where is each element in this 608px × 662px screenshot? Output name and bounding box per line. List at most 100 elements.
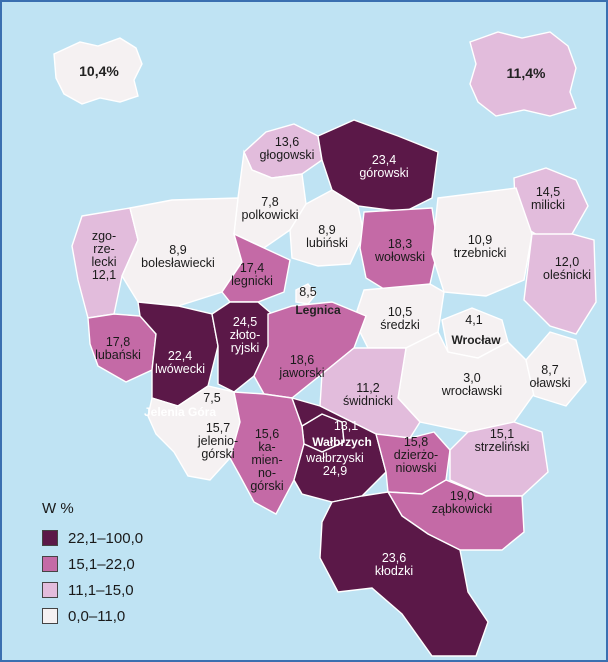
label-line: 10,9 (468, 233, 492, 247)
label-line: legnicki (231, 274, 273, 288)
label-line: średzki (380, 318, 420, 332)
label-line: 10,5 (388, 305, 412, 319)
label-line: 8,7 (541, 363, 558, 377)
label-line: 15,7 (206, 421, 230, 435)
legend-swatch (42, 582, 58, 598)
label-line: 8,9 (169, 243, 186, 257)
label-line: 19,0 (450, 489, 474, 503)
label-line: 8,9 (318, 223, 335, 237)
region-olawski (525, 331, 587, 407)
label-line: wołowski (374, 250, 425, 264)
label-line: oławski (530, 376, 571, 390)
region-jeleniogorski (147, 385, 241, 481)
label-line: 23,6 (382, 551, 406, 565)
label-line: oleśnicki (543, 268, 591, 282)
legend-label: 11,1–15,0 (68, 581, 134, 599)
label-line: 23,4 (372, 153, 396, 167)
label-line: 17,8 (106, 335, 130, 349)
city-legnica: Legnica (295, 303, 341, 317)
label-line: polkowicki (242, 208, 299, 222)
label-line: 11,2 (356, 381, 379, 395)
label-line: bolesławiecki (141, 256, 215, 270)
label-line: ząbkowicki (432, 502, 492, 516)
label-line: strzeliński (475, 440, 530, 454)
region-kamiennogorski (229, 391, 305, 515)
label-line: 18,3 (388, 237, 412, 251)
legend-label: 15,1–22,0 (68, 555, 135, 573)
label-line: lecki (91, 255, 116, 269)
region-lubinski (289, 189, 365, 267)
legend-label: 0,0–11,0 (68, 607, 126, 625)
legend: W % 22,1–100,0 15,1–22,0 11,1–15,0 0,0–11,0 (42, 500, 143, 629)
label-legnica-city: 8,5 (299, 285, 316, 299)
label-line: ryjski (231, 341, 259, 355)
label-line: 12,1 (92, 268, 116, 282)
legend-item: 15,1–22,0 (42, 551, 143, 577)
region-olesnicki (523, 233, 597, 335)
label-line: 7,8 (261, 195, 278, 209)
label-line: 24,5 (233, 315, 257, 329)
label-line: lwówecki (155, 362, 205, 376)
label-line: wałbrzyski (305, 451, 364, 465)
label-line: 15,1 (490, 427, 514, 441)
legend-item: 11,1–15,0 (42, 577, 143, 603)
legend-swatch (42, 556, 58, 572)
region-gorowski (317, 119, 439, 213)
region-klodzki (319, 491, 489, 657)
legend-item: 22,1–100,0 (42, 525, 143, 551)
label-line: 12,0 (555, 255, 579, 269)
label-line: 13,1 (334, 419, 358, 433)
label-line: 7,5 (203, 391, 220, 405)
region-trzebnicki (431, 187, 533, 297)
legend-swatch (42, 530, 58, 546)
label-line: mien- (251, 453, 282, 467)
label-line: 15,8 (404, 435, 428, 449)
legend-swatch (42, 608, 58, 624)
label-line: zgo- (92, 229, 116, 243)
label-line: dzierżo- (394, 448, 438, 462)
label-line: wrocławski (441, 384, 502, 398)
label-line: kłodzki (375, 564, 413, 578)
label-line: trzebnicki (454, 246, 507, 260)
label-line: 22,4 (168, 349, 192, 363)
label-line: górowski (359, 166, 408, 180)
label-line: milicki (531, 198, 565, 212)
label-jelenia-gora-city: 7,5 (203, 391, 220, 405)
label-line: 13,6 (275, 135, 299, 149)
region-legnica-city (295, 283, 317, 305)
label-line: górski (250, 479, 283, 493)
label-line: 8,5 (299, 285, 316, 299)
legend-label: 22,1–100,0 (68, 529, 144, 547)
city-jelenia-gora: Jelenia Góra (144, 405, 216, 419)
legend-title: W % (42, 500, 74, 517)
city-wroclaw: Wrocław (451, 333, 501, 347)
label-line: 4,1 (465, 313, 482, 327)
label-line: 17,4 (240, 261, 264, 275)
inset-label-left: 10,4% (79, 63, 119, 79)
label-line: niowski (396, 461, 437, 475)
label-line: ka- (258, 440, 275, 454)
inset-poland-right (469, 31, 577, 117)
label-line: 24,9 (323, 464, 347, 478)
region-walbrzyski (290, 396, 387, 503)
label-line: jelenio- (197, 434, 238, 448)
city-walbrzych: Wałbrzych (312, 435, 372, 449)
label-line: 15,6 (255, 427, 279, 441)
label-line: górski (201, 447, 234, 461)
